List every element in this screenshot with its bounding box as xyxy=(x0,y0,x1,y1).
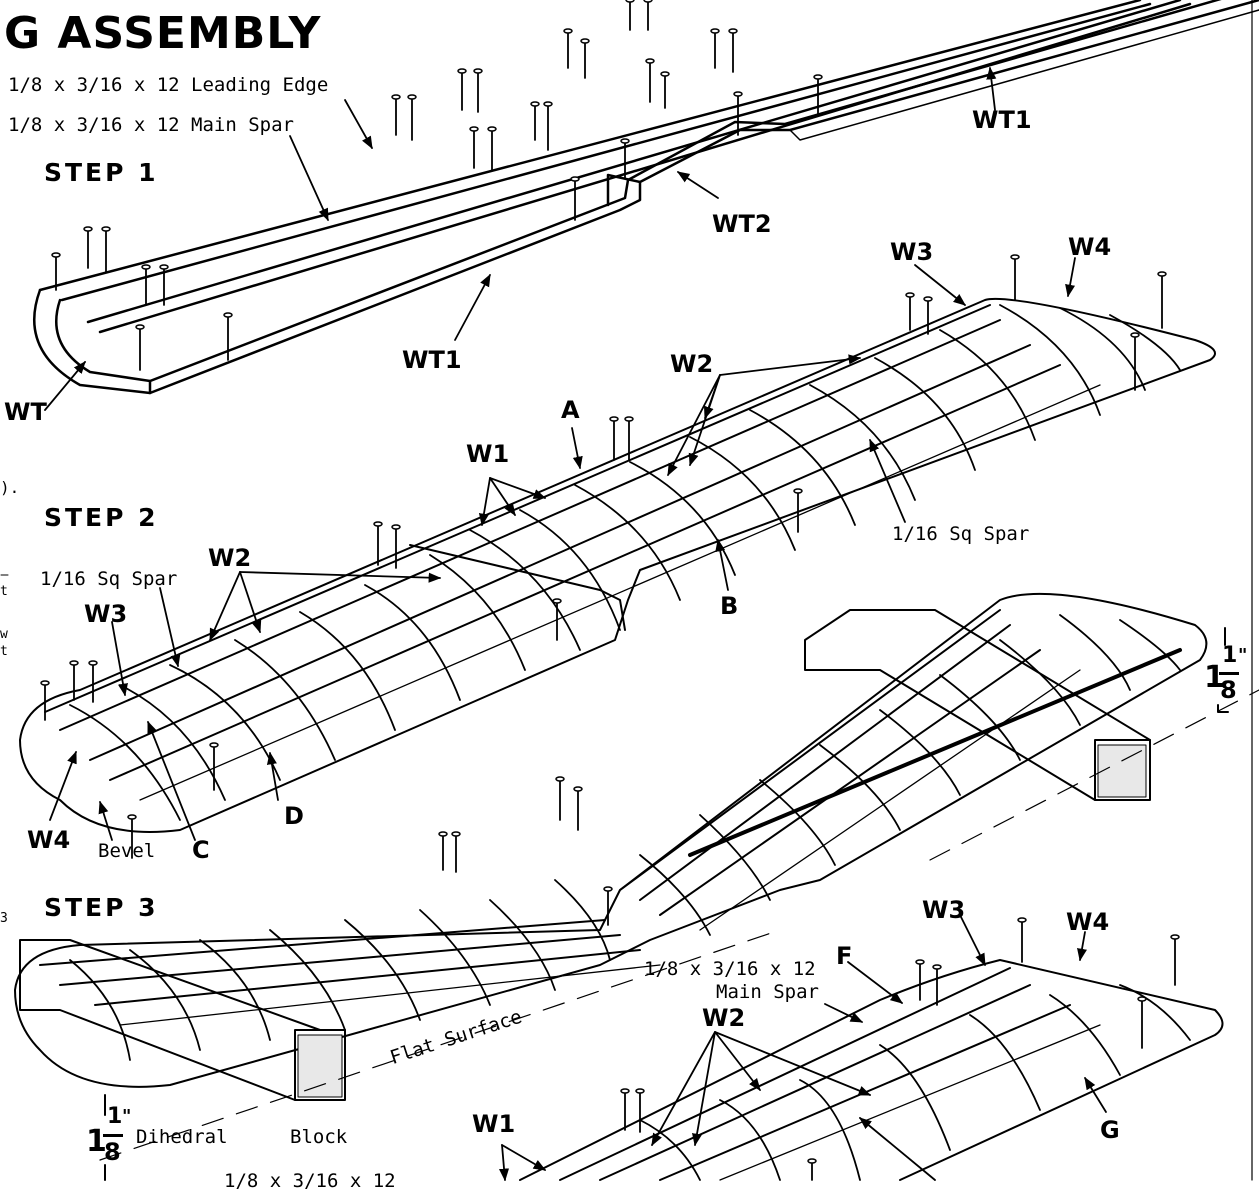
page-title: G ASSEMBLY xyxy=(4,8,322,59)
margin-fragment-4: t xyxy=(0,644,8,659)
main-spar-name-label: Main Spar xyxy=(716,981,819,1003)
wt-label: WT xyxy=(4,398,47,426)
w4-label-step3: W4 xyxy=(1066,908,1110,936)
leader-lines xyxy=(44,66,1107,1182)
step3-heading: STEP 3 xyxy=(44,893,159,922)
w2-label-step3: W2 xyxy=(702,1004,746,1032)
main-spar-dim-label: 1/8 x 3/16 x 12 xyxy=(644,958,816,980)
dihedral-label: Dihedral xyxy=(136,1126,228,1148)
step3-lower-wing xyxy=(519,959,1224,1181)
sq-spar-label-left: 1/16 Sq Spar xyxy=(40,568,178,590)
b-label: B xyxy=(720,592,739,620)
leading-edge-label: 1/8 x 3/16 x 12 Leading Edge xyxy=(8,74,329,96)
cut-off-dim-label: 1/8 x 3/16 x 12 xyxy=(224,1170,396,1192)
bevel-label: Bevel xyxy=(98,840,156,862)
block-label: Block xyxy=(290,1126,348,1148)
main-spar-label: 1/8 x 3/16 x 12 Main Spar xyxy=(8,114,294,136)
dihedral-bar-right xyxy=(1219,672,1239,675)
dimension-marks xyxy=(104,627,1229,1181)
w4-label-step2: W4 xyxy=(1068,233,1112,261)
dihedral-whole-left: 1 xyxy=(86,1124,107,1159)
w2-label-step2-left: W2 xyxy=(208,544,252,572)
g-label: G xyxy=(1100,1116,1120,1144)
dihedral-unit-left: " xyxy=(122,1106,132,1127)
step3-ribs xyxy=(69,614,1181,1061)
margin-fragment-5: 3 xyxy=(0,911,8,926)
dihedral-bar-left xyxy=(103,1134,123,1137)
dihedral-den-right: 8 xyxy=(1220,676,1237,704)
step1-wing-frame xyxy=(33,0,1259,395)
wt1-label-top: WT1 xyxy=(972,106,1032,134)
w2-label-step2-right: W2 xyxy=(670,350,714,378)
step2-wing-frame xyxy=(19,297,1216,833)
step3-wing-frame xyxy=(14,592,1208,1088)
dihedral-num-left: 1 xyxy=(107,1104,123,1129)
d-label: D xyxy=(284,802,304,830)
wt1-label-bottom: WT1 xyxy=(402,346,462,374)
w1-label-step2: W1 xyxy=(466,440,510,468)
wt2-label: WT2 xyxy=(712,210,772,238)
margin-fragment-1: ). xyxy=(0,478,20,497)
w3-label-step3: W3 xyxy=(922,896,966,924)
step2-ribs xyxy=(69,304,1181,821)
dihedral-num-right: 1 xyxy=(1222,643,1238,668)
w3-label-step2: W3 xyxy=(890,238,934,266)
c-label: C xyxy=(192,836,210,864)
pins xyxy=(44,0,1176,1181)
flat-surface-lines xyxy=(99,689,1259,1161)
w4-label-step2-left: W4 xyxy=(27,826,71,854)
step1-heading: STEP 1 xyxy=(44,158,159,187)
dihedral-unit-right: " xyxy=(1238,645,1248,666)
pin-heads xyxy=(40,0,1180,1164)
w3-label-step2-left: W3 xyxy=(84,600,128,628)
dihedral-den-left: 8 xyxy=(104,1138,121,1166)
margin-fragment-2: t xyxy=(0,584,8,599)
a-label: A xyxy=(561,396,580,424)
w1-label-step3: W1 xyxy=(472,1110,516,1138)
sq-spar-label-right: 1/16 Sq Spar xyxy=(892,523,1030,545)
step2-heading: STEP 2 xyxy=(44,503,159,532)
dihedral-blocks xyxy=(19,609,1151,1101)
dihedral-whole-right: 1 xyxy=(1204,660,1225,695)
f-label: F xyxy=(836,942,853,970)
margin-fragment-3: w xyxy=(0,627,8,642)
